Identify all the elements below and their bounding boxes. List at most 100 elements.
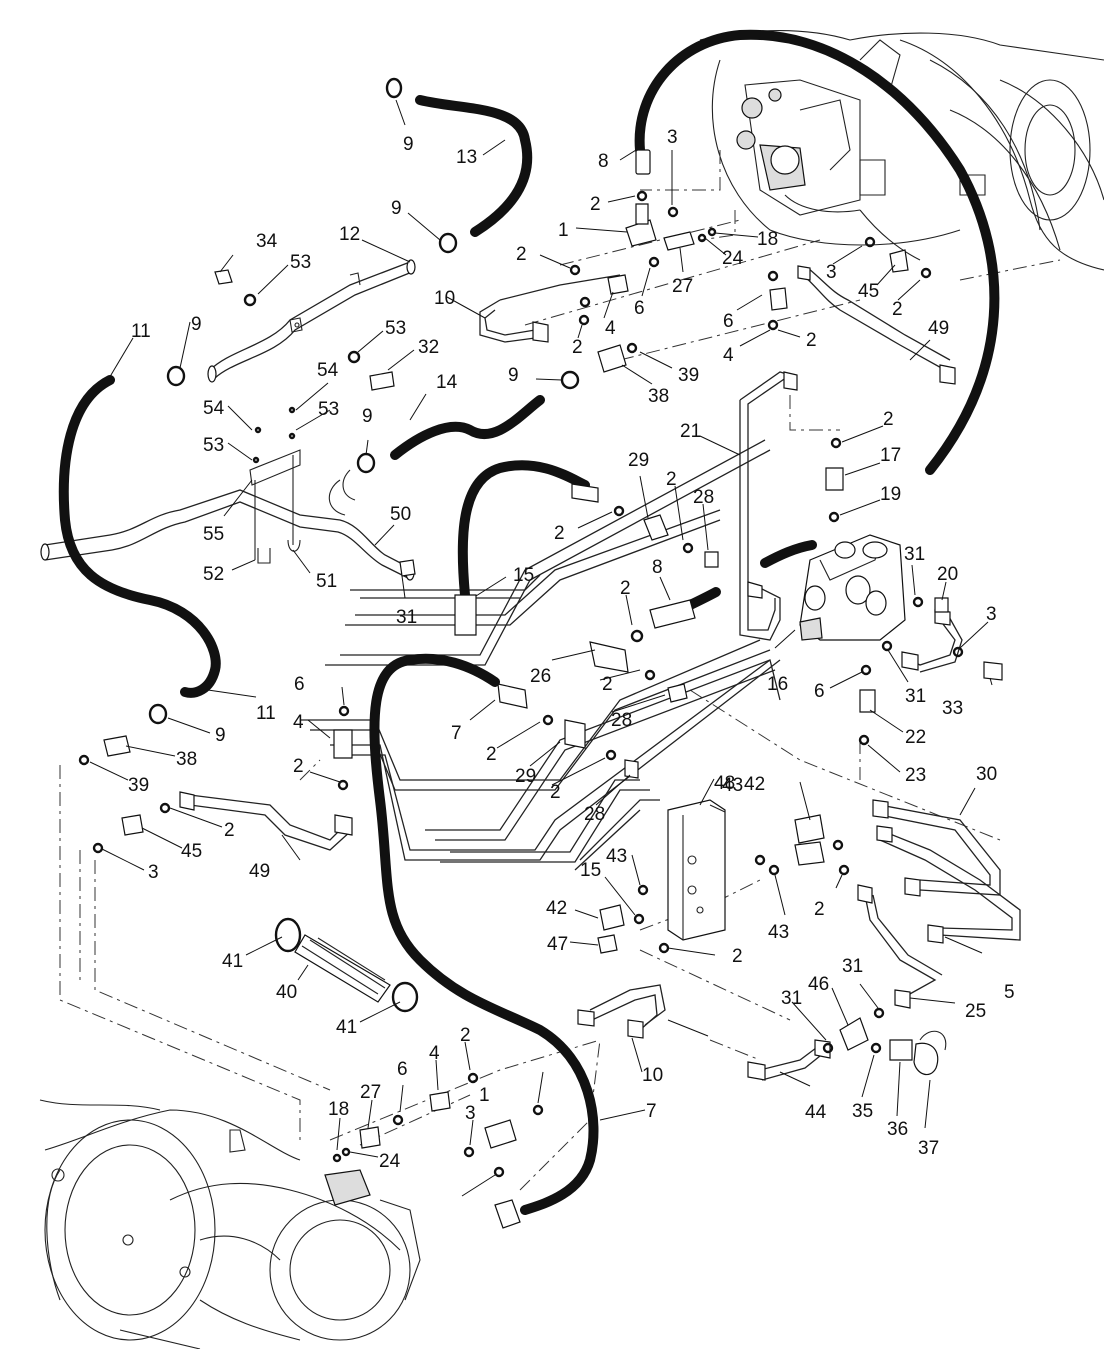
callout: 16 [767, 674, 788, 695]
callout: 53 [385, 318, 406, 339]
callout: 4 [605, 318, 616, 339]
callout: 2 [620, 578, 631, 599]
callout: 12 [339, 224, 360, 245]
callout: 49 [928, 318, 949, 339]
callout: 41 [336, 1017, 357, 1038]
callout: 20 [937, 564, 958, 585]
callout: 31 [781, 988, 802, 1009]
callout: 31 [904, 544, 925, 565]
callout: 31 [905, 686, 926, 707]
rear-axle-housing [39, 1099, 421, 1349]
callout: 4 [293, 712, 304, 733]
callout: 19 [880, 484, 901, 505]
callout: 30 [976, 764, 997, 785]
callout: 53 [203, 435, 224, 456]
callout: 37 [918, 1138, 939, 1159]
callout: 7 [451, 723, 462, 744]
callout: 45 [858, 281, 879, 302]
callout: 8 [598, 151, 609, 172]
callout-labels: 1 1 2 2 2 2 2 2 2 2 2 2 2 2 2 2 2 2 2 3 … [128, 127, 1015, 1172]
callout: 2 [572, 337, 583, 358]
callout: 1 [479, 1085, 490, 1106]
tube-parts [40, 259, 1021, 1081]
callout: 29 [628, 450, 649, 471]
callout: 51 [316, 571, 337, 592]
callout: 2 [554, 523, 565, 544]
callout: 15 [513, 565, 534, 586]
callout: 45 [181, 841, 202, 862]
callout: 52 [203, 564, 224, 585]
callout: 9 [362, 406, 373, 427]
callout: 9 [391, 198, 402, 219]
callout: 9 [191, 314, 202, 335]
callout: 33 [942, 698, 963, 719]
callout: 43 [722, 775, 743, 796]
callout: 22 [905, 727, 926, 748]
callout: 44 [805, 1102, 827, 1123]
callout: 35 [852, 1101, 873, 1122]
callout: 2 [806, 330, 817, 351]
callout: 41 [222, 951, 243, 972]
callout: 31 [842, 956, 863, 977]
callout: 18 [757, 229, 778, 250]
callout: 25 [965, 1001, 986, 1022]
callout: 2 [892, 299, 903, 320]
callout: 53 [318, 399, 339, 420]
callout: 28 [693, 487, 714, 508]
callout: 24 [379, 1151, 401, 1172]
hoses [58, 29, 1000, 1215]
callout: 15 [580, 860, 601, 881]
callout: 17 [880, 445, 901, 466]
callout: 9 [508, 365, 519, 386]
callout: 2 [516, 244, 527, 265]
callout: 28 [584, 804, 605, 825]
callout: 43 [768, 922, 789, 943]
callout: 28 [611, 710, 632, 731]
callout: 2 [550, 782, 561, 803]
callout: 2 [460, 1025, 471, 1046]
callout: 2 [602, 674, 613, 695]
callout: 2 [486, 744, 497, 765]
callout: 38 [176, 749, 197, 770]
callout: 27 [360, 1082, 381, 1103]
callout: 6 [397, 1059, 408, 1080]
callout: 29 [515, 766, 536, 787]
callout: 42 [546, 898, 567, 919]
callout: 2 [814, 899, 825, 920]
callout: 2 [293, 756, 304, 777]
callout: 6 [723, 311, 734, 332]
routing-lines [59, 150, 1061, 1191]
callout: 5 [1004, 982, 1015, 1003]
callout: 11 [256, 703, 276, 724]
callout: 14 [436, 372, 458, 393]
callout: 10 [642, 1065, 663, 1086]
callout: 6 [814, 681, 825, 702]
callout: 3 [986, 604, 997, 625]
callout: 31 [396, 607, 417, 628]
callout: 3 [148, 862, 159, 883]
callout: 27 [672, 276, 693, 297]
fittings [78, 77, 1003, 1229]
callout: 6 [294, 674, 305, 695]
callout: 26 [530, 666, 551, 687]
callout: 55 [203, 524, 224, 545]
callout: 2 [666, 469, 677, 490]
callout: 4 [429, 1043, 440, 1064]
callout: 50 [390, 504, 411, 525]
callout: 54 [203, 398, 225, 419]
callout: 49 [249, 861, 270, 882]
front-axle-housing [699, 29, 1104, 271]
callout: 9 [215, 725, 226, 746]
callout: 2 [732, 946, 743, 967]
callout: 54 [317, 360, 339, 381]
callout: 9 [403, 134, 414, 155]
callout: 2 [224, 820, 235, 841]
callout: 2 [590, 194, 601, 215]
callout: 7 [646, 1101, 657, 1122]
callout: 34 [256, 231, 278, 252]
callout: 13 [456, 147, 477, 168]
callout: 53 [290, 252, 311, 273]
callout: 6 [634, 298, 645, 319]
